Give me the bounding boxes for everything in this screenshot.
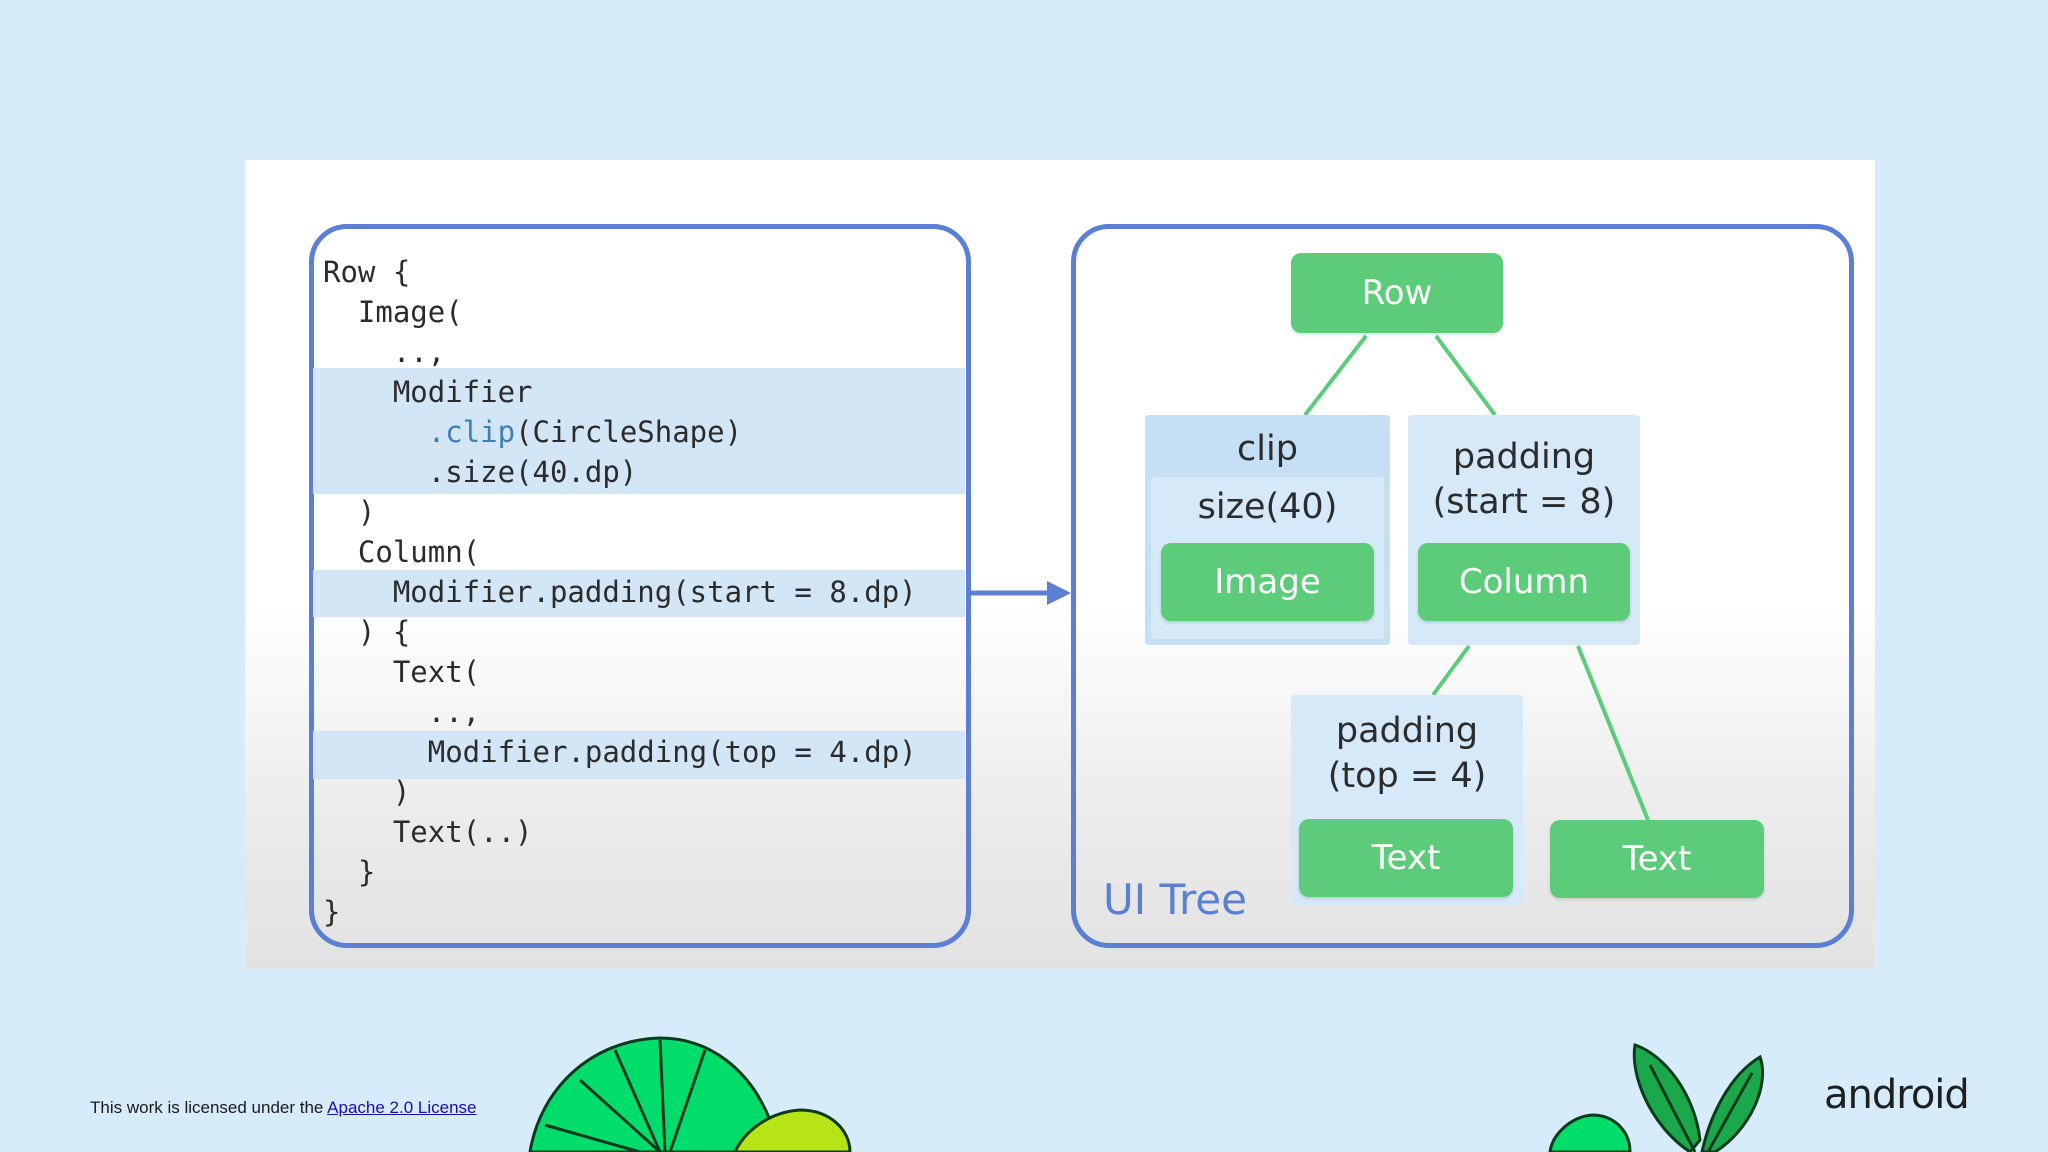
code-line: Text(..) (323, 815, 533, 849)
code-line: ) (323, 495, 376, 529)
slide-image: Row { Image( .., Modifier .clip(CircleSh… (245, 160, 1875, 969)
code-line: Text( (323, 655, 481, 689)
modifier-size-wrapper: size(40) Image (1151, 477, 1384, 639)
leaf-decoration-right (1548, 1043, 1765, 1152)
license-link[interactable]: Apache 2.0 License (327, 1098, 477, 1117)
arrow-head (1047, 581, 1071, 605)
leaf-decoration-left (528, 1036, 852, 1152)
edge-column-padding-top (1431, 644, 1471, 697)
modifier-padding-top-label-2: (top = 4) (1327, 756, 1487, 796)
node-row: Row (1291, 253, 1503, 333)
code-line-clip: .clip(CircleShape) (323, 412, 742, 452)
code-line: Modifier.padding(start = 8.dp) (323, 575, 917, 609)
modifier-padding-start-label-2: (start = 8) (1432, 482, 1616, 522)
modifier-clip-label: clip (1237, 429, 1298, 469)
modifier-padding-start-wrapper: padding (start = 8) Column (1408, 415, 1640, 645)
edge-row-clip (1303, 334, 1368, 417)
code-panel (309, 224, 971, 948)
modifier-padding-top-label-1: padding (1335, 711, 1479, 751)
code-highlight-text-modifier (313, 731, 965, 779)
edge-row-padding-start (1434, 334, 1497, 417)
code-line: Image( (323, 295, 463, 329)
code-line: ) { (323, 615, 411, 649)
code-keyword-clip: .clip (427, 415, 516, 449)
modifier-padding-start-label-1: padding (1452, 437, 1596, 477)
code-line: Modifier.padding(top = 4.dp) (323, 735, 917, 769)
tree-connectors (971, 334, 1650, 821)
code-line: } (323, 895, 341, 929)
code-line: .size(40.dp) (323, 455, 638, 489)
code-highlight-image-modifier (313, 368, 965, 494)
code-line: .., (323, 335, 446, 369)
modifier-size-label: size(40) (1197, 487, 1338, 527)
modifier-padding-top-wrapper: padding (top = 4) Text (1291, 695, 1523, 905)
code-line: Column( (323, 535, 481, 569)
node-text-1: Text (1299, 819, 1513, 897)
license-text: This work is licensed under the Apache 2… (90, 1098, 477, 1118)
edge-column-text (1576, 645, 1650, 821)
android-logo: android (1824, 1072, 1970, 1118)
node-image: Image (1161, 543, 1374, 621)
code-line: } (323, 855, 376, 889)
code-line: Row { (323, 255, 411, 289)
ui-tree-title: UI Tree (1103, 875, 1247, 924)
license-prefix: This work is licensed under the (90, 1098, 328, 1117)
ui-tree-panel (1071, 224, 1854, 948)
code-line: ) (323, 775, 411, 809)
node-text-2: Text (1550, 820, 1764, 898)
code-line: Modifier (323, 375, 533, 409)
code-highlight-column-modifier (313, 570, 965, 617)
node-column: Column (1418, 543, 1630, 621)
code-line: .., (323, 695, 481, 729)
code-clip-args: (CircleShape) (515, 415, 743, 449)
modifier-clip-wrapper: clip size(40) Image (1145, 415, 1390, 645)
